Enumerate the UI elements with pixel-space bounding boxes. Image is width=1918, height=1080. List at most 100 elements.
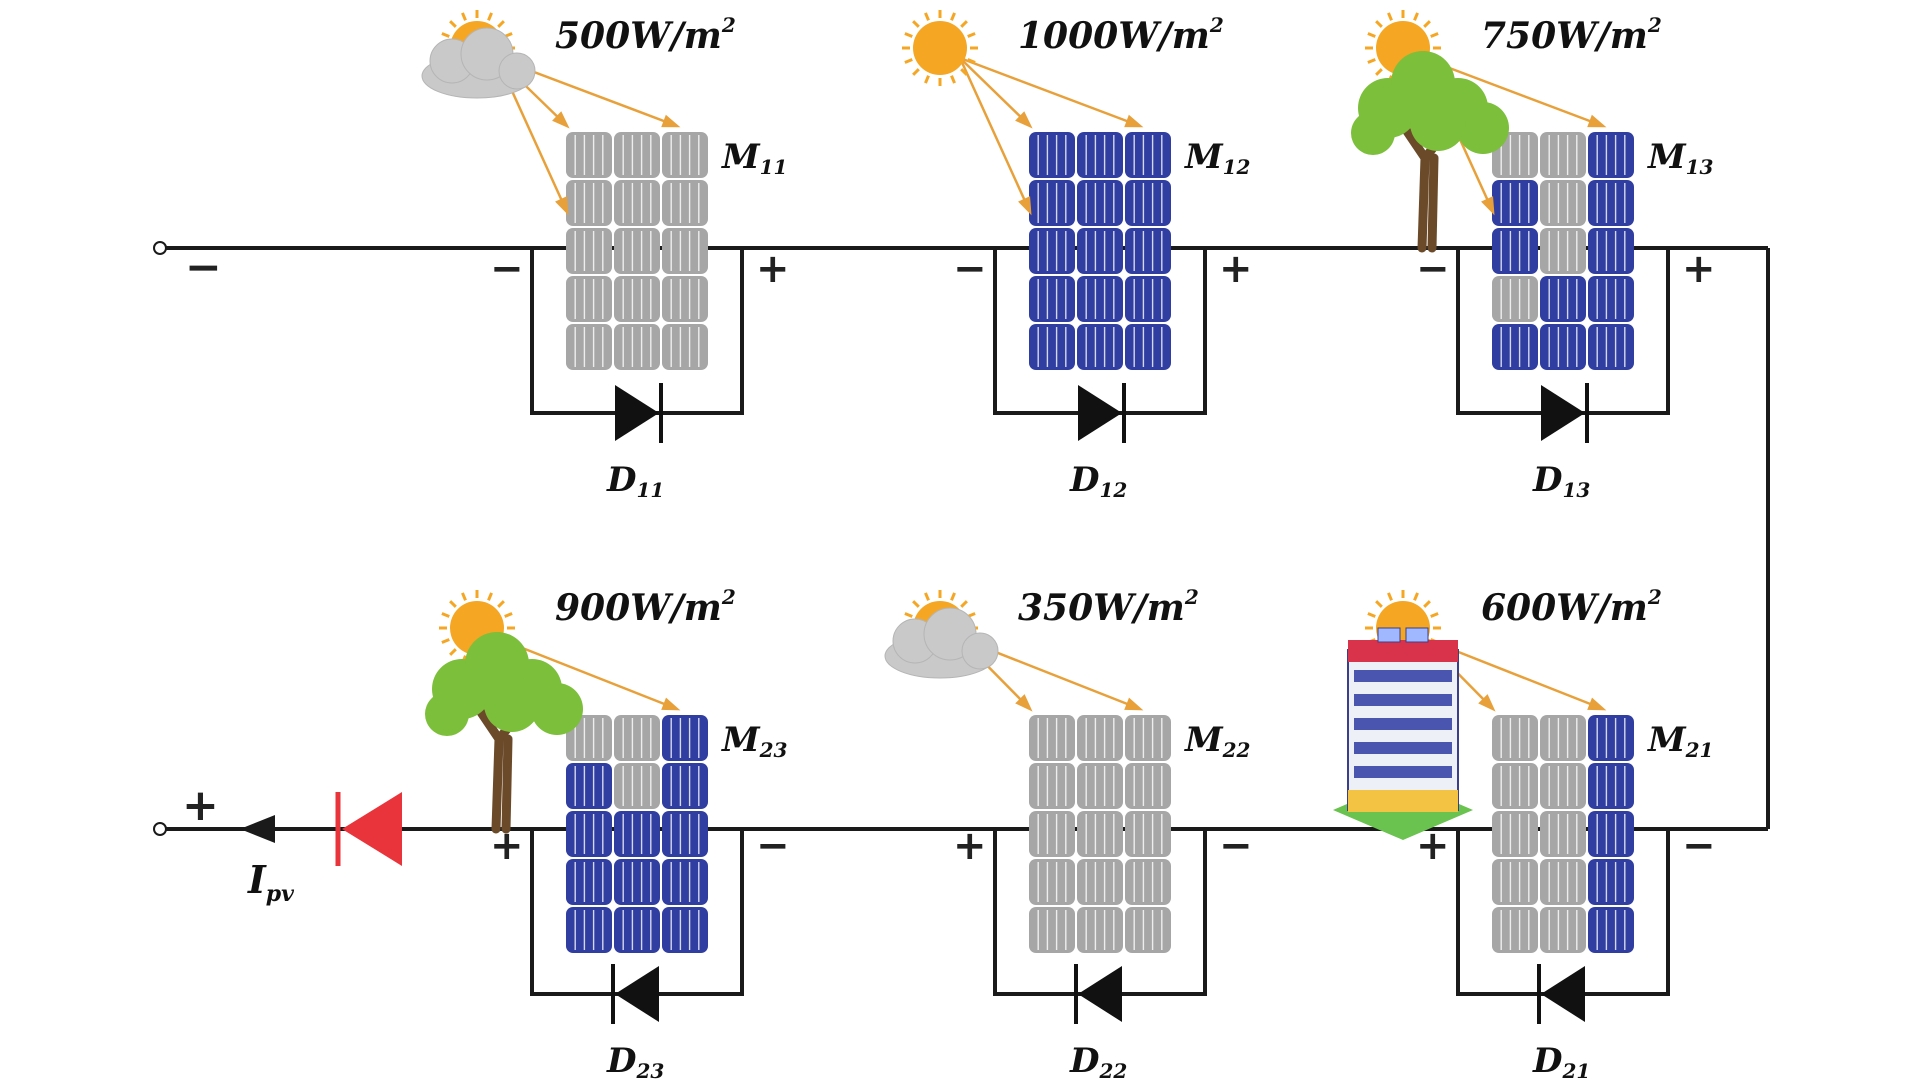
shaded-cell xyxy=(1540,228,1586,274)
lit-cell xyxy=(1077,276,1123,322)
bypass-diode-icon xyxy=(1537,964,1585,1024)
lit-cell xyxy=(1029,324,1075,370)
shaded-cell xyxy=(614,276,660,322)
module-label: M13 xyxy=(1647,137,1714,179)
bottom-left-terminal xyxy=(153,822,167,836)
shaded-cell xyxy=(662,276,708,322)
shaded-cell xyxy=(1029,859,1075,905)
tree-icon xyxy=(1351,51,1509,253)
lit-cell xyxy=(1588,180,1634,226)
irradiance-label: 350W/m2 xyxy=(1018,585,1199,629)
bypass-diode-icon xyxy=(1074,964,1122,1024)
lit-cell xyxy=(1588,228,1634,274)
building-icon xyxy=(1333,627,1473,840)
lit-cell xyxy=(566,811,612,857)
minus-sign: − xyxy=(756,823,790,869)
lit-cell xyxy=(662,715,708,761)
shaded-cell xyxy=(662,132,708,178)
module-label: M21 xyxy=(1647,720,1713,762)
diode-label: D22 xyxy=(1069,1041,1127,1080)
plus-sign: + xyxy=(1682,246,1716,292)
shaded-cell xyxy=(566,324,612,370)
lit-cell xyxy=(1125,228,1171,274)
bottom-left-terminal-sign: + xyxy=(182,780,219,831)
lit-cell xyxy=(662,859,708,905)
bypass-diode-icon xyxy=(615,383,663,443)
shaded-cell xyxy=(1492,859,1538,905)
lit-cell xyxy=(1492,324,1538,370)
bypass-diode-icon xyxy=(1078,383,1126,443)
shaded-cell xyxy=(1077,907,1123,953)
blocking-diode-icon xyxy=(335,792,402,866)
shaded-cell xyxy=(1029,907,1075,953)
irradiance-label: 750W/m2 xyxy=(1481,13,1662,57)
top-left-terminal xyxy=(153,241,167,255)
modules-layer: M11D11500W/m2−+M12D121000W/m2−+M13D13750… xyxy=(421,10,1716,1080)
shaded-cell xyxy=(1540,763,1586,809)
shaded-cell xyxy=(1077,859,1123,905)
shaded-cell xyxy=(614,763,660,809)
current-arrow-icon xyxy=(240,815,275,843)
top-left-terminal-sign: − xyxy=(185,242,222,293)
sun-rays xyxy=(958,56,1144,216)
lit-cell xyxy=(1540,276,1586,322)
shaded-cell xyxy=(1029,811,1075,857)
shaded-cell xyxy=(1125,811,1171,857)
shaded-cell xyxy=(1125,763,1171,809)
lit-cell xyxy=(1588,859,1634,905)
lit-cell xyxy=(614,811,660,857)
cloud-icon xyxy=(421,27,536,99)
diode-label: D23 xyxy=(606,1041,664,1080)
irradiance-label: 600W/m2 xyxy=(1481,585,1662,629)
lit-cell xyxy=(662,907,708,953)
lit-cell xyxy=(1588,763,1634,809)
lit-cell xyxy=(1125,180,1171,226)
shaded-cell xyxy=(662,228,708,274)
irradiance-label: 500W/m2 xyxy=(555,13,736,57)
lit-cell xyxy=(1492,180,1538,226)
cloud-icon xyxy=(884,607,999,679)
shaded-cell xyxy=(1540,811,1586,857)
shaded-cell xyxy=(1077,811,1123,857)
shaded-cell xyxy=(1540,132,1586,178)
tree-icon xyxy=(425,632,583,834)
lit-cell xyxy=(1125,324,1171,370)
lit-cell xyxy=(1029,132,1075,178)
shaded-cell xyxy=(1540,859,1586,905)
lit-cell xyxy=(1077,324,1123,370)
shaded-cell xyxy=(1492,276,1538,322)
shaded-cell xyxy=(1125,715,1171,761)
bypass-diode-icon xyxy=(611,964,659,1024)
shaded-cell xyxy=(662,324,708,370)
plus-sign: + xyxy=(756,246,790,292)
plus-sign: + xyxy=(953,823,987,869)
shaded-cell xyxy=(1077,763,1123,809)
current-label: Ipv xyxy=(247,857,294,907)
shaded-cell xyxy=(1492,763,1538,809)
plus-sign: + xyxy=(1219,246,1253,292)
shaded-cell xyxy=(614,180,660,226)
shaded-cell xyxy=(1125,859,1171,905)
irradiance-label: 1000W/m2 xyxy=(1018,13,1224,57)
shaded-cell xyxy=(1077,715,1123,761)
shaded-cell xyxy=(566,715,612,761)
diode-label: D21 xyxy=(1532,1041,1590,1080)
lit-cell xyxy=(566,763,612,809)
lit-cell xyxy=(662,811,708,857)
lit-cell xyxy=(566,859,612,905)
irradiance-label: 900W/m2 xyxy=(555,585,736,629)
lit-cell xyxy=(1125,276,1171,322)
minus-sign: − xyxy=(953,246,987,292)
minus-sign: − xyxy=(1416,246,1450,292)
shaded-cell xyxy=(1492,907,1538,953)
minus-sign: − xyxy=(1219,823,1253,869)
lit-cell xyxy=(1588,276,1634,322)
lit-cell xyxy=(1492,228,1538,274)
minus-sign: − xyxy=(490,246,524,292)
